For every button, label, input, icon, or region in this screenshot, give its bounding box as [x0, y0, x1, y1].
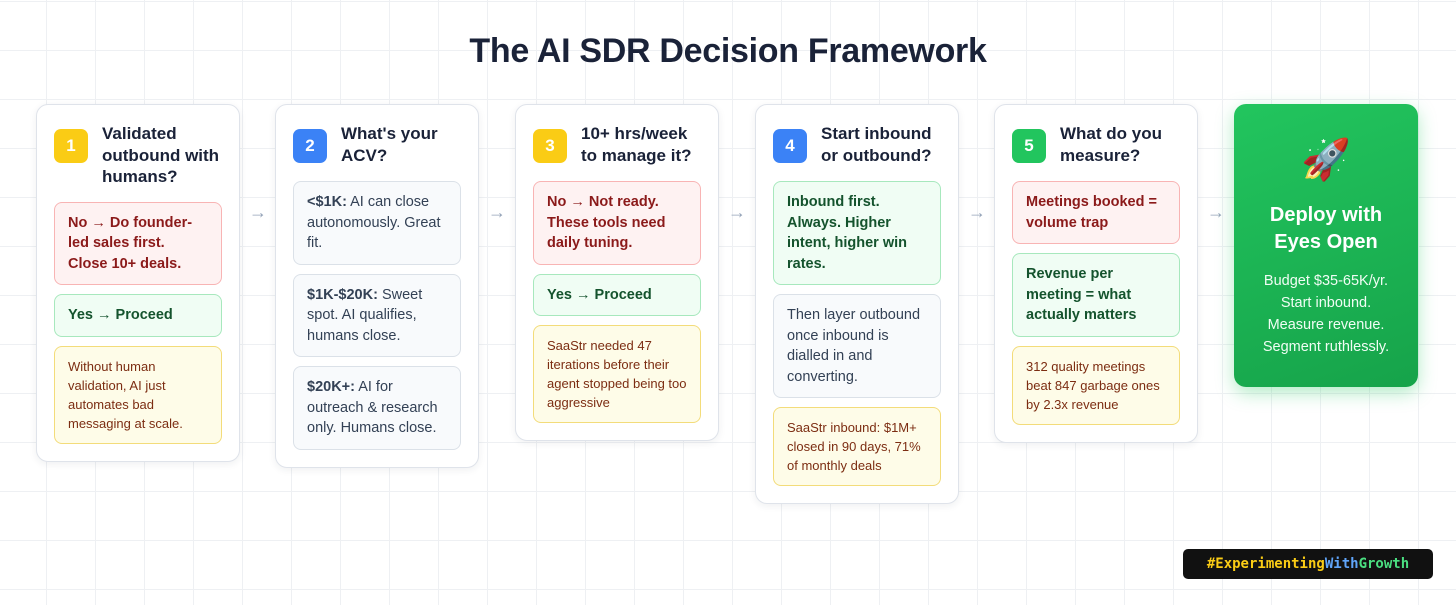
step-question: 10+ hrs/week to manage it? [581, 124, 692, 165]
step-number-badge: 4 [773, 129, 807, 163]
yes-outcome-box: Yes → Proceed [533, 273, 701, 316]
no-outcome-box: No → Not ready. These tools need daily t… [533, 181, 701, 265]
step-number-badge: 5 [1012, 129, 1046, 163]
step-question: What do you measure? [1060, 124, 1162, 165]
follow-up-box: Then layer outbound once inbound is dial… [773, 294, 941, 398]
insight-note: 312 quality meetings beat 847 garbage on… [1012, 345, 1180, 425]
deploy-card: 🚀 Deploy with Eyes Open Budget $35-65K/y… [1234, 104, 1418, 387]
recommendation-box: Inbound first. Always. Higher intent, hi… [773, 181, 941, 285]
step-header: 1 Validated outbound with humans? [54, 123, 222, 188]
acv-tier-text: AI can close autonomously. Great fit. [307, 194, 441, 251]
step-number-badge: 3 [533, 129, 567, 163]
acv-tier-text: Sweet spot. AI qualifies, humans close. [307, 286, 423, 344]
step-number-badge: 1 [54, 129, 88, 163]
step-question: What's your ACV? [341, 124, 438, 165]
recommendation-box: Revenue per meeting = what actually matt… [1012, 253, 1180, 337]
hashtag-part: With [1324, 556, 1359, 572]
step-card-5: 5 What do you measure? Meetings booked =… [994, 104, 1198, 443]
deploy-title: Deploy with Eyes Open [1269, 204, 1383, 253]
warning-box: Meetings booked = volume trap [1012, 181, 1180, 244]
flow-arrow-icon: → [968, 202, 986, 222]
insight-note: SaaStr needed 47 iterations before their… [533, 325, 701, 423]
insight-note: Without human validation, AI just automa… [54, 345, 222, 444]
step-header: 3 10+ hrs/week to manage it? [533, 123, 701, 167]
acv-tier-box: $20K+: AI for outreach & research only. … [293, 366, 461, 450]
step-card-4: 4 Start inbound or outbound? Inbound fir… [755, 104, 959, 504]
hashtag-part: #Experimenting [1206, 556, 1325, 572]
yes-outcome-box: Yes → Proceed [54, 294, 222, 337]
hashtag-part: Growth [1358, 556, 1410, 572]
acv-tier-box: $1K-$20K: Sweet spot. AI qualifies, huma… [293, 273, 461, 357]
flow-arrow-icon: → [249, 202, 267, 222]
acv-tier-label: <$1K: [307, 194, 347, 210]
step-card-3: 3 10+ hrs/week to manage it? No → Not re… [515, 104, 719, 441]
rocket-icon: 🚀 [1301, 138, 1351, 182]
no-outcome-box: No → Do founder-led sales first. Close 1… [54, 201, 222, 285]
acv-tier-text: AI for outreach & research only. Humans … [307, 379, 438, 436]
deploy-summary: Budget $35-65K/yr. Start inbound. Measur… [1262, 273, 1390, 355]
flow-arrow-icon: → [728, 202, 746, 222]
acv-tier-label: $1K-$20K: [307, 286, 378, 303]
step-header: 5 What do you measure? [1012, 123, 1180, 167]
step-card-1: 1 Validated outbound with humans? No → D… [36, 104, 240, 462]
acv-tier-box: <$1K: AI can close autonomously. Great f… [293, 181, 461, 265]
page-title: The AI SDR Decision Framework [469, 32, 987, 70]
step-header: 4 Start inbound or outbound? [773, 123, 941, 167]
step-question: Start inbound or outbound? [821, 124, 932, 165]
acv-tier-label: $20K+: [307, 379, 355, 395]
flow-arrow-icon: → [488, 202, 506, 222]
flow-arrow-icon: → [1207, 202, 1225, 222]
step-number-badge: 2 [293, 129, 327, 163]
step-header: 2 What's your ACV? [293, 123, 461, 167]
step-card-2: 2 What's your ACV? <$1K: AI can close au… [275, 104, 479, 468]
insight-note: SaaStr inbound: $1M+ closed in 90 days, … [773, 407, 941, 486]
step-question: Validated outbound with humans? [102, 124, 220, 186]
